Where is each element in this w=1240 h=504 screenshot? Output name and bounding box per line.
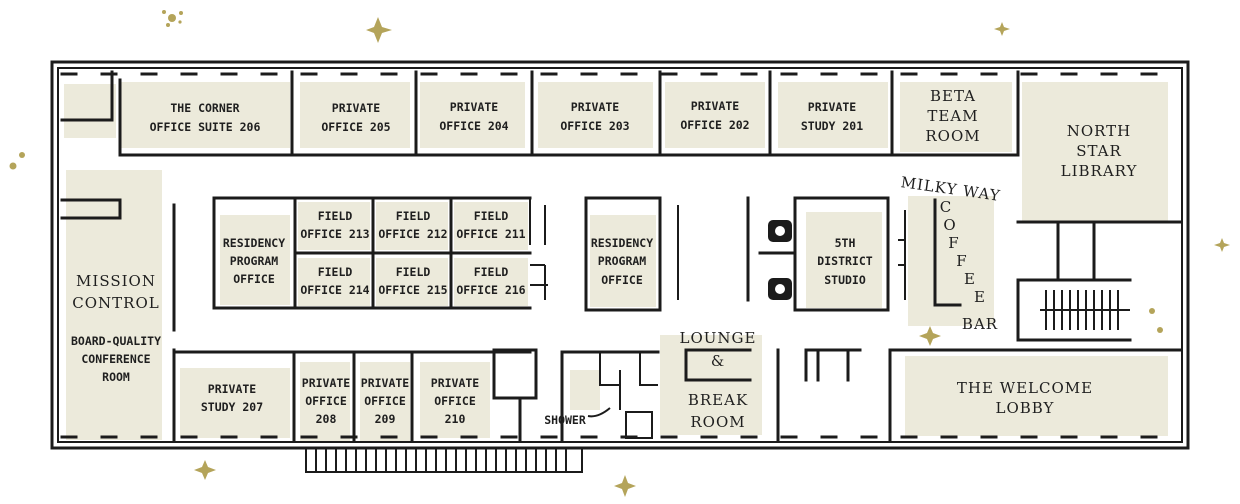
mission-control-line1: MISSION bbox=[76, 272, 156, 290]
private-210-line3: 210 bbox=[445, 412, 466, 426]
field-216-line2: OFFICE 216 bbox=[456, 283, 525, 297]
beta-team-line1: BETA bbox=[930, 87, 976, 105]
field-214-line2: OFFICE 214 bbox=[300, 283, 369, 297]
star-icon bbox=[19, 152, 25, 158]
residency-left-line3: OFFICE bbox=[233, 272, 275, 286]
residency-right-line3: OFFICE bbox=[601, 273, 643, 287]
private-203-line1: PRIVATE bbox=[571, 100, 620, 114]
lounge-line2: & bbox=[711, 352, 725, 370]
field-213-line1: FIELD bbox=[318, 209, 353, 223]
star-icon bbox=[919, 326, 941, 346]
star-icon bbox=[194, 460, 216, 480]
private-203-line2: OFFICE 203 bbox=[560, 119, 629, 133]
conference-line3: ROOM bbox=[102, 370, 130, 384]
north-star-line2: STAR bbox=[1076, 142, 1122, 160]
private-204-line2: OFFICE 204 bbox=[439, 119, 508, 133]
lounge-line3: BREAK bbox=[688, 391, 748, 409]
private-208-line2: OFFICE bbox=[305, 394, 347, 408]
coffee-letter-1: C bbox=[940, 198, 952, 216]
walls bbox=[50, 60, 1190, 473]
private-208-line3: 208 bbox=[316, 412, 337, 426]
private-202-line1: PRIVATE bbox=[691, 99, 740, 113]
star-icon bbox=[614, 475, 636, 497]
district-studio-line1: 5TH bbox=[835, 236, 856, 250]
star-icon bbox=[366, 17, 392, 43]
study-207-line1: PRIVATE bbox=[208, 382, 257, 396]
lounge-line4: ROOM bbox=[690, 413, 745, 431]
conference-line1: BOARD-QUALITY bbox=[71, 334, 161, 348]
field-213-line2: OFFICE 213 bbox=[300, 227, 369, 241]
shower-arrow-icon bbox=[587, 407, 611, 418]
residency-right-line1: RESIDENCY bbox=[591, 236, 653, 250]
field-215-line2: OFFICE 215 bbox=[378, 283, 447, 297]
district-studio-line2: DISTRICT bbox=[817, 254, 872, 268]
study-201-line1: PRIVATE bbox=[808, 100, 857, 114]
beta-team-line3: ROOM bbox=[925, 127, 980, 145]
study-207-line2: STUDY 207 bbox=[201, 400, 263, 414]
shower-label: SHOWER bbox=[544, 413, 586, 427]
field-216-line1: FIELD bbox=[474, 265, 509, 279]
mission-control-line2: CONTROL bbox=[72, 294, 159, 312]
coffee-letter-2: O bbox=[943, 216, 956, 234]
corner-office-line2: OFFICE SUITE 206 bbox=[150, 120, 261, 134]
star-icon bbox=[1214, 238, 1230, 252]
decorative-stars bbox=[9, 10, 1230, 497]
private-202-line2: OFFICE 202 bbox=[680, 118, 749, 132]
field-211-line2: OFFICE 211 bbox=[456, 227, 525, 241]
private-210-line2: OFFICE bbox=[434, 394, 476, 408]
field-211-line1: FIELD bbox=[474, 209, 509, 223]
residency-left-line1: RESIDENCY bbox=[223, 236, 285, 250]
coffee-letter-5: E bbox=[964, 270, 976, 288]
private-209-line3: 209 bbox=[375, 412, 396, 426]
room-labels: THE CORNER OFFICE SUITE 206 PRIVATE OFFI… bbox=[71, 87, 1138, 431]
private-209-line1: PRIVATE bbox=[361, 376, 410, 390]
coffee-letter-3: F bbox=[948, 234, 959, 252]
private-204-line1: PRIVATE bbox=[450, 100, 499, 114]
north-star-line1: NORTH bbox=[1067, 122, 1132, 140]
bar-label: BAR bbox=[962, 315, 998, 333]
residency-right-line2: PROGRAM bbox=[598, 254, 647, 268]
north-star-line3: LIBRARY bbox=[1061, 162, 1138, 180]
field-214-line1: FIELD bbox=[318, 265, 353, 279]
field-212-line1: FIELD bbox=[396, 209, 431, 223]
welcome-lobby-line2: LOBBY bbox=[996, 399, 1055, 417]
beta-team-line2: TEAM bbox=[927, 107, 978, 125]
coffee-letter-4: F bbox=[956, 252, 967, 270]
telephone-icon bbox=[768, 278, 792, 300]
telephone-icon bbox=[768, 220, 792, 242]
lounge-line1: LOUNGE bbox=[680, 329, 757, 347]
field-215-line1: FIELD bbox=[396, 265, 431, 279]
stairs-icon bbox=[305, 447, 583, 473]
residency-left-line2: PROGRAM bbox=[230, 254, 279, 268]
star-icon bbox=[994, 22, 1010, 36]
district-studio-line3: STUDIO bbox=[824, 273, 866, 287]
private-205-line1: PRIVATE bbox=[332, 101, 381, 115]
stairs-icon bbox=[1040, 290, 1130, 330]
corner-office-line1: THE CORNER bbox=[170, 101, 239, 115]
star-icon bbox=[162, 10, 183, 27]
private-205-line2: OFFICE 205 bbox=[321, 120, 390, 134]
coffee-letter-6: E bbox=[974, 288, 986, 306]
private-208-line1: PRIVATE bbox=[302, 376, 351, 390]
private-210-line1: PRIVATE bbox=[431, 376, 480, 390]
study-201-line2: STUDY 201 bbox=[801, 119, 863, 133]
private-209-line2: OFFICE bbox=[364, 394, 406, 408]
conference-line2: CONFERENCE bbox=[81, 352, 150, 366]
room-fills bbox=[64, 82, 1168, 442]
field-212-line2: OFFICE 212 bbox=[378, 227, 447, 241]
welcome-lobby-line1: THE WELCOME bbox=[957, 379, 1093, 397]
